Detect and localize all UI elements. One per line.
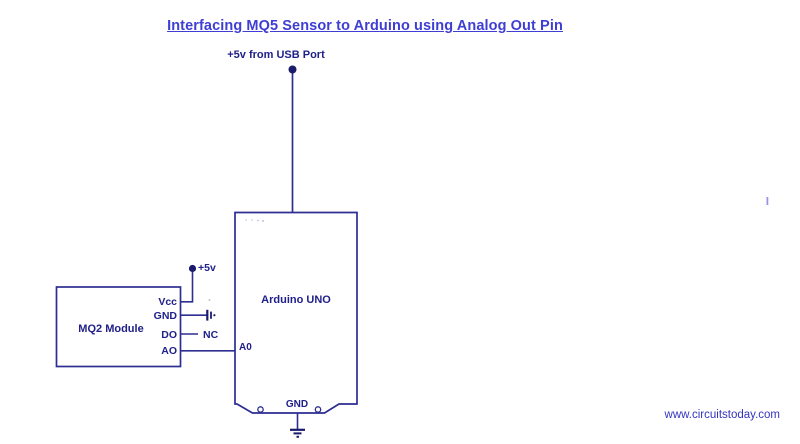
vcc-net-label: +5v [198,262,216,274]
usb-5v-junction-dot [288,65,297,74]
mq2-pin-vcc-label: Vcc [158,296,177,308]
arduino-gnd-pin-label: GND [285,399,309,410]
mq2-pin-do-label: DO [161,328,177,341]
mq2-module-label: MQ2 Module [78,323,144,335]
usb-power-label: +5v from USB Port [227,49,325,61]
vcc-wire [180,272,194,303]
mq2-outline [55,286,182,368]
mq2-pin-gnd-label: GND [153,309,177,322]
nc-label: NC [203,328,219,341]
arduino-outline [234,211,358,414]
arduino-a0-pin-label: A0 [239,342,252,353]
arduino-mount-hole-left [257,406,264,413]
page-title: Interfacing MQ5 Sensor to Arduino using … [167,18,563,34]
ground-symbol [290,413,305,438]
arduino-mount-hole-right [314,406,322,413]
website-watermark: www.circuitstoday.com [664,409,780,421]
gnd-sideways-symbol [206,309,216,321]
stray-marks [208,197,769,301]
vcc-junction-dot [188,264,197,273]
mq2-pin-ao-label: AO [161,344,177,357]
arduino-uno-label: Arduino UNO [261,294,331,306]
